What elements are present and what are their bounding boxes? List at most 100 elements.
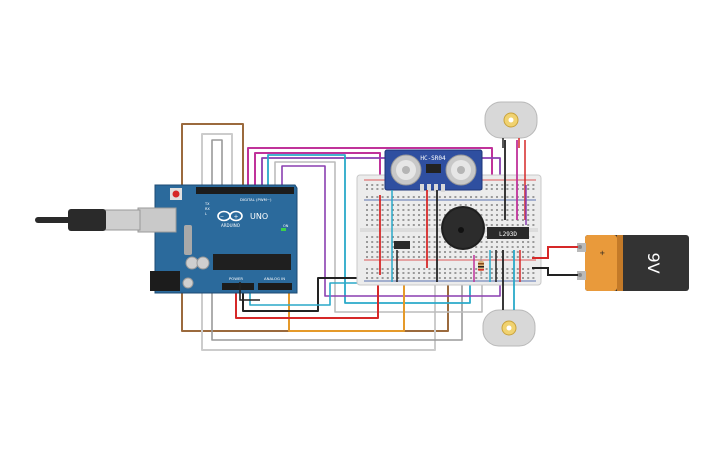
breadboard-hole [501,219,504,221]
breadboard-hole [496,251,498,253]
breadboard-hole [376,251,379,253]
breadboard-hole [454,196,457,198]
wire-magenta-1[interactable] [247,147,493,189]
breadboard-hole [444,256,446,258]
wire-purple-2[interactable] [281,165,501,297]
breadboard-hole [423,241,426,243]
breadboard-hole [454,268,457,270]
reset-button[interactable] [172,190,180,198]
breadboard-hole [532,272,535,274]
breadboard-hole [485,219,488,221]
breadboard-hole [371,256,374,258]
breadboard-hole [366,204,368,206]
dc-motor-bottom[interactable] [482,309,536,347]
piezo-buzzer[interactable] [441,206,485,250]
breadboard-hole [485,236,488,238]
breadboard-hole [402,214,405,216]
breadboard-hole [470,256,472,258]
wire-gray-top[interactable] [274,161,483,313]
breadboard-hole [376,209,379,211]
breadboard-hole [449,246,452,248]
breadboard-hole [402,219,405,221]
wire-orange[interactable] [288,265,405,332]
breadboard-hole [376,184,379,186]
motor-driver-l293d[interactable]: L293D [487,227,529,239]
breadboard-hole [397,214,400,216]
breadboard-hole [376,256,379,258]
breadboard-hole [522,219,524,221]
breadboard-hole [511,241,514,243]
small-ic[interactable] [394,241,410,249]
breadboard-hole [496,204,498,206]
breadboard-hole [423,236,426,238]
breadboard-hole [522,251,524,253]
breadboard-hole [371,204,374,206]
breadboard-hole [371,241,374,243]
breadboard-hole [366,224,368,226]
wire-cyan-top[interactable] [267,154,471,304]
breadboard-hole [496,188,498,190]
power-jack [150,271,180,291]
breadboard-hole [366,214,368,216]
breadboard-hole [366,188,368,190]
resistor[interactable] [478,256,484,276]
ultrasonic-sensor[interactable]: HC-SR04 [384,149,483,192]
breadboard-hole [438,241,441,243]
power-header-label: POWER [229,276,243,281]
breadboard-hole [527,277,530,279]
wire-magenta-2[interactable] [254,152,381,189]
breadboard-hole [516,277,519,279]
breadboard-hole [454,277,457,279]
breadboard-hole [485,204,488,206]
breadboard-hole [459,196,462,198]
breadboard-hole [532,209,535,211]
breadboard-hole [412,214,415,216]
breadboard-hole [386,268,389,270]
breadboard-hole [496,184,498,186]
breadboard-hole [397,196,400,198]
breadboard-hole [522,184,524,186]
breadboard-hole [532,188,535,190]
wire-black-gnd[interactable] [242,277,365,312]
breadboard-hole [376,188,379,190]
breadboard-hole [402,236,405,238]
breadboard-hole [464,277,467,279]
breadboard-hole [366,184,368,186]
breadboard-hole [371,277,374,279]
breadboard-hole [386,196,389,198]
breadboard-hole [433,277,436,279]
breadboard-hole [381,214,384,216]
breadboard-hole [433,204,436,206]
arduino-maker-label: ARDUINO [221,223,240,228]
breadboard-hole [459,272,462,274]
analog-header [258,283,292,290]
breadboard-hole [516,246,519,248]
breadboard-hole [428,219,431,221]
breadboard-hole [438,204,441,206]
breadboard-hole [511,214,514,216]
breadboard-hole [480,241,483,243]
battery-9v[interactable]: 9V + [577,235,689,291]
breadboard-hole [522,241,524,243]
breadboard-hole [397,277,400,279]
breadboard-hole [449,204,452,206]
digital-header-label: DIGITAL (PWM~) [240,197,272,202]
breadboard-hole [381,251,384,253]
breadboard-hole [490,241,493,243]
wire-red-5v[interactable] [235,274,379,319]
arduino-uno-board[interactable]: DIGITAL (PWM~) − + UNO ARDUINO TX RX L O… [137,184,298,294]
wire-purple-1[interactable] [261,157,501,189]
breadboard-hole [438,246,441,248]
breadboard-hole [444,277,446,279]
breadboard-hole [381,277,384,279]
breadboard-hole [428,256,431,258]
breadboard-hole [511,268,514,270]
breadboard-hole [470,196,472,198]
breadboard-hole [392,209,394,211]
dc-motor-top[interactable] [484,101,538,148]
breadboard-hole [418,277,420,279]
breadboard-hole [506,277,509,279]
breadboard-hole [381,272,384,274]
breadboard-hole [490,246,493,248]
wire-layer-front [239,282,260,301]
